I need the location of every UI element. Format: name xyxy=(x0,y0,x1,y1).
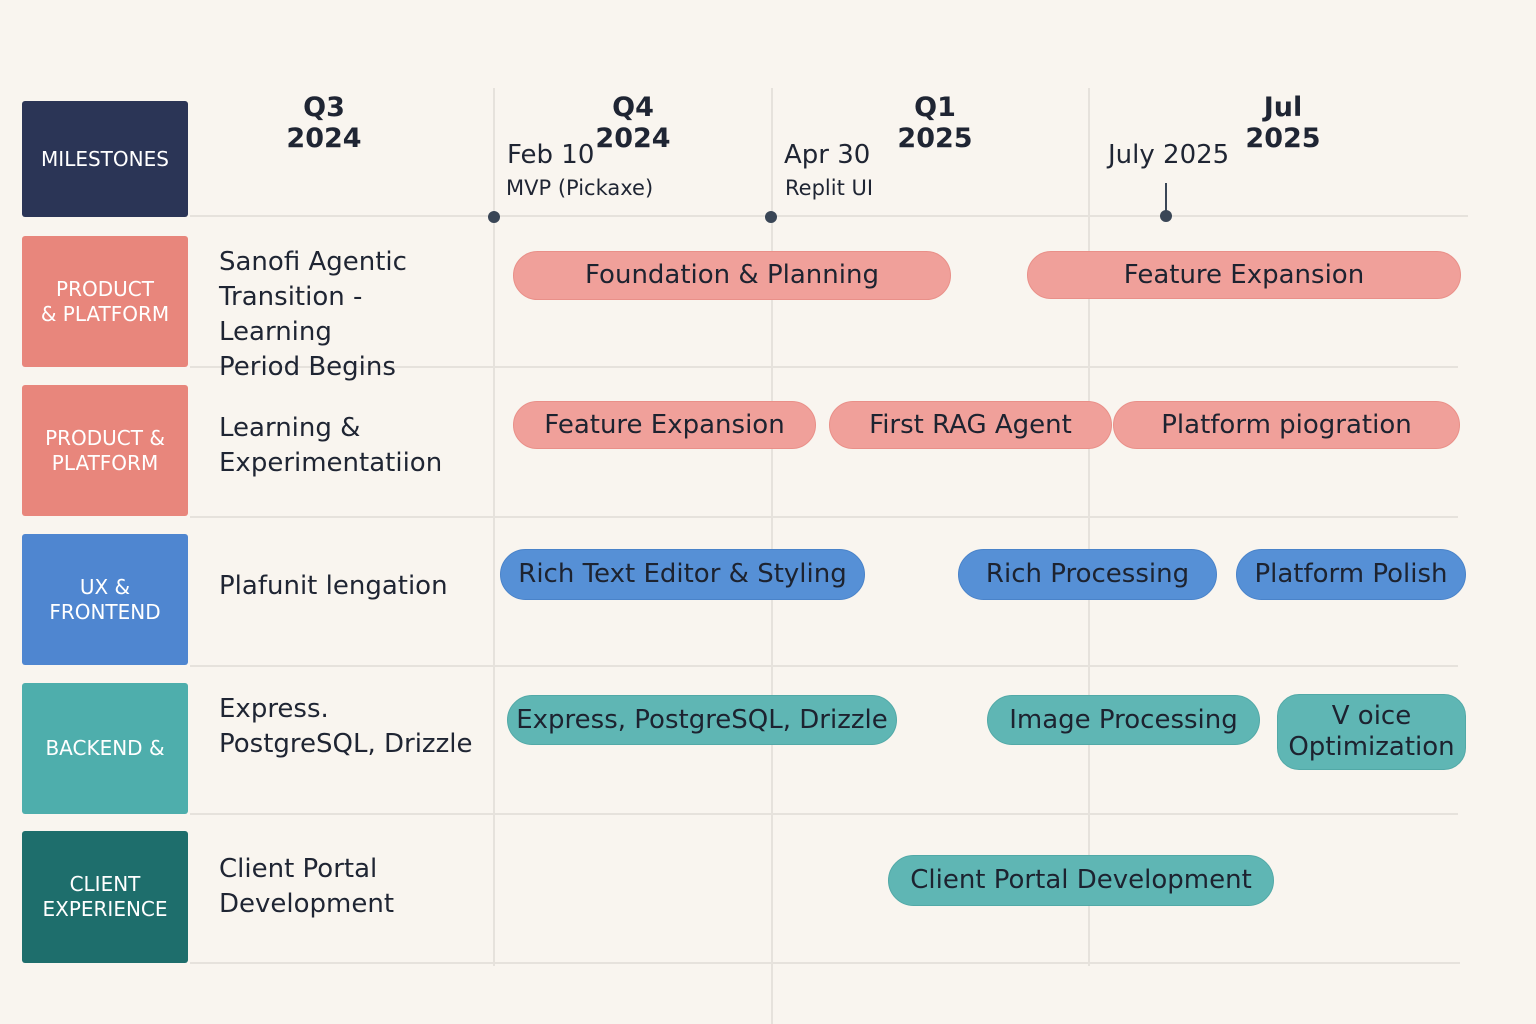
grid-line-row3 xyxy=(190,665,1458,667)
column-header-q4-2024: Q4 2024 xyxy=(595,92,671,154)
grid-line-row1 xyxy=(190,366,1458,368)
milestone-tick-jul xyxy=(1165,183,1167,215)
timeline-bar: Image Processing xyxy=(987,695,1260,745)
milestone-marker-apr xyxy=(765,211,777,223)
timeline-bar: V oice Optimization xyxy=(1277,694,1466,770)
timeline-bar: Client Portal Development xyxy=(888,855,1274,906)
column-header-q1-2025: Q1 2025 xyxy=(897,92,973,154)
milestones-label-text: MILESTONES xyxy=(41,146,169,171)
row-label-ux-frontend: UX & FRONTEND xyxy=(22,534,188,665)
column-header-jul-2025: Jul 2025 xyxy=(1245,92,1321,154)
milestone-date-jul: July 2025 xyxy=(1108,140,1230,170)
timeline-bar: Platform piogration xyxy=(1113,401,1460,449)
timeline-bar: Express, PostgreSQL, Drizzle xyxy=(507,695,897,745)
column-header-q3-2024: Q3 2024 xyxy=(286,92,362,154)
grid-line-header xyxy=(190,215,1468,217)
milestone-label-feb: MVP (Pickaxe) xyxy=(506,176,654,200)
row-description: Plafunit lengation xyxy=(219,571,448,601)
row-description: Client Portal Development xyxy=(219,854,395,919)
milestone-date-feb: Feb 10 xyxy=(507,140,595,170)
timeline-bar: Rich Processing xyxy=(958,549,1217,600)
row-label-product-platform-1: PRODUCT & PLATFORM xyxy=(22,236,188,367)
row-label-text: BACKEND & xyxy=(45,736,165,760)
grid-line-row5 xyxy=(190,962,1460,964)
milestone-label-apr: Replit UI xyxy=(785,176,874,200)
row-label-text: PRODUCT & PLATFORM xyxy=(40,276,170,326)
milestone-marker-feb xyxy=(488,211,500,223)
milestones-label: MILESTONES xyxy=(22,101,188,217)
row-description: Express. PostgreSQL, Drizzle xyxy=(219,694,473,759)
milestone-date-apr: Apr 30 xyxy=(784,140,871,170)
row-description: Sanofi Agentic Transition - Learning Per… xyxy=(219,247,407,382)
row-label-text: CLIENT EXPERIENCE xyxy=(42,872,168,921)
row-label-text: UX & FRONTEND xyxy=(49,574,161,624)
grid-line-row4 xyxy=(190,813,1458,815)
row-label-backend: BACKEND & xyxy=(22,683,188,814)
grid-line-row2 xyxy=(190,516,1458,518)
timeline-bar: First RAG Agent xyxy=(829,401,1112,449)
timeline-bar: Foundation & Planning xyxy=(513,251,951,300)
timeline-bar: Feature Expansion xyxy=(1027,251,1461,299)
row-label-text: PRODUCT & PLATFORM xyxy=(45,425,165,475)
row-label-product-platform-2: PRODUCT & PLATFORM xyxy=(22,385,188,516)
grid-line-jul xyxy=(1088,88,1090,966)
grid-line-q4 xyxy=(493,88,495,966)
timeline-bar: Feature Expansion xyxy=(513,401,816,449)
milestone-marker-jul xyxy=(1160,210,1172,222)
row-label-client-experience: CLIENT EXPERIENCE xyxy=(22,831,188,963)
timeline-bar: Platform Polish xyxy=(1236,549,1466,600)
timeline-bar: Rich Text Editor & Styling xyxy=(500,549,865,600)
row-description: Learning & Experimentatiion xyxy=(219,413,443,478)
